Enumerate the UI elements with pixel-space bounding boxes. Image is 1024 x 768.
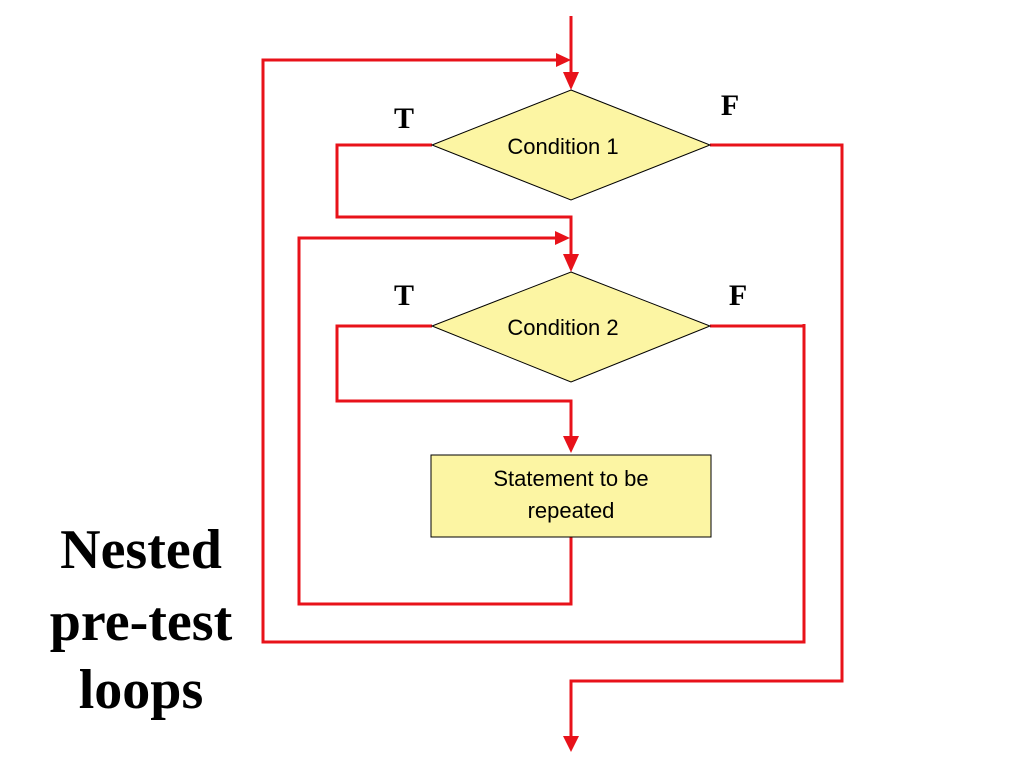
condition-2-diamond bbox=[430, 271, 712, 383]
statement-box bbox=[430, 454, 712, 538]
arrow-outer-loop-merge bbox=[556, 53, 571, 67]
condition-1-true-line bbox=[335, 143, 573, 257]
statement-label-line-1: Statement to be bbox=[493, 466, 648, 491]
condition-2-label: Condition 2 bbox=[507, 315, 618, 340]
arrow-inner-loop-merge bbox=[555, 231, 570, 245]
condition-1-node: Condition 1 bbox=[430, 89, 712, 201]
inner-loop-return-line bbox=[297, 236, 573, 606]
flow-lines bbox=[261, 16, 844, 738]
condition-1-false-label: F bbox=[721, 89, 739, 122]
condition-2-false-label: F bbox=[729, 279, 747, 312]
condition-1-label: Condition 1 bbox=[507, 134, 618, 159]
condition-2-true-label: T bbox=[394, 279, 414, 312]
outer-loop-return-line bbox=[261, 58, 806, 644]
statement-label-line-2: repeated bbox=[528, 498, 615, 523]
condition-1-diamond bbox=[430, 89, 712, 201]
condition-1-true-label: T bbox=[394, 102, 414, 135]
statement-node: Statement to be repeated bbox=[430, 454, 712, 538]
arrowheads bbox=[555, 53, 579, 752]
slide-title: Nested pre-test loops bbox=[50, 519, 233, 721]
arrow-into-condition-2 bbox=[563, 254, 579, 272]
title-line-2: pre-test bbox=[50, 591, 233, 653]
title-line-3: loops bbox=[79, 659, 204, 721]
condition-2-true-line bbox=[335, 324, 573, 440]
arrow-exit bbox=[563, 736, 579, 752]
condition-1-false-line bbox=[569, 143, 844, 738]
title-line-1: Nested bbox=[60, 519, 222, 581]
condition-2-node: Condition 2 bbox=[430, 271, 712, 383]
arrow-into-statement bbox=[563, 436, 579, 453]
arrow-into-condition-1 bbox=[563, 72, 579, 90]
